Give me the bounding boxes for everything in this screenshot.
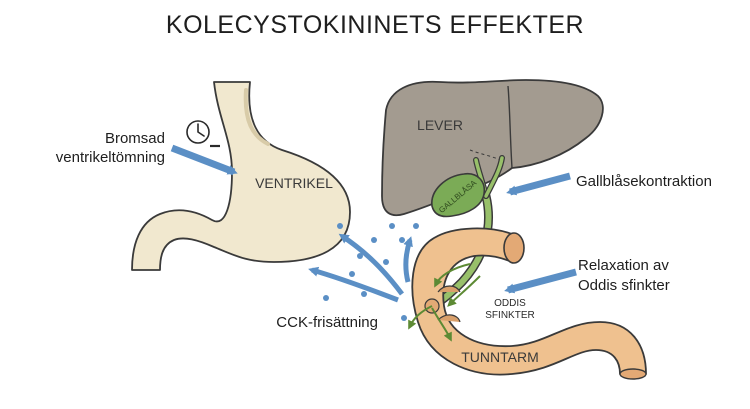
- cck-particles: [323, 223, 419, 321]
- gallbladder-effect-label: Gallblåsekontraktion: [576, 173, 712, 190]
- intestine-label: TUNNTARM: [461, 349, 539, 365]
- sphincter-label-line2: SFINKTER: [485, 310, 534, 321]
- oddi-label-line1: Relaxation av: [578, 257, 669, 274]
- liver: [381, 79, 604, 217]
- clock-icon: [186, 120, 220, 148]
- liver-label: LEVER: [417, 117, 463, 133]
- gastric-label-line2: ventrikeltömning: [56, 149, 165, 166]
- cck-release-label: CCK-frisättning: [276, 314, 378, 331]
- oddi-label-line2: Oddis sfinkter: [578, 277, 670, 294]
- gastric-label-line1: Bromsad: [105, 130, 165, 147]
- diagram-title: KOLECYSTOKININETS EFFEKTER: [166, 11, 584, 39]
- bile-flow-arrows: [408, 263, 481, 342]
- oddi-effect-arrow: [504, 268, 577, 294]
- sphincter-label-line1: ODDIS: [494, 298, 526, 309]
- small-intestine: [411, 227, 647, 380]
- stomach-label: VENTRIKEL: [255, 175, 333, 191]
- gallbladder-effect-arrow: [506, 172, 571, 196]
- stomach: [131, 81, 351, 271]
- cck-release-arrows: [308, 233, 413, 303]
- gallbladder: [431, 172, 486, 218]
- gastric-effect-arrow: [170, 144, 238, 176]
